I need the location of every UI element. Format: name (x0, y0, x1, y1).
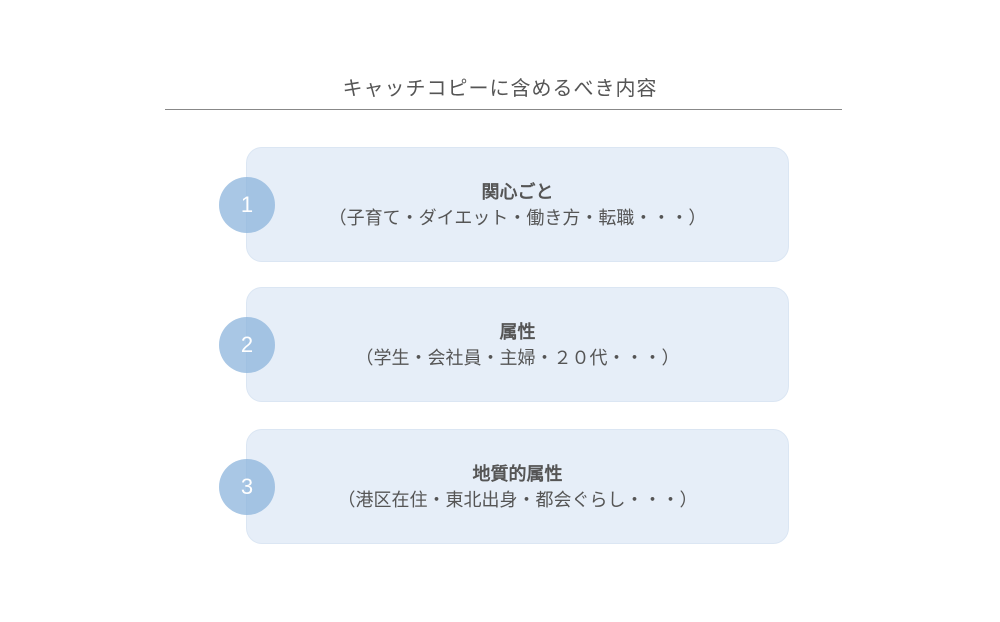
item-card-3: 地質的属性 （港区在住・東北出身・都会ぐらし・・・） (246, 429, 789, 544)
item-detail: （学生・会社員・主婦・２０代・・・） (355, 348, 680, 369)
item-number-badge: 3 (219, 459, 275, 515)
item-detail: （子育て・ダイエット・働き方・転職・・・） (328, 208, 707, 229)
item-heading: 属性 (499, 322, 536, 343)
item-number-badge: 1 (219, 177, 275, 233)
diagram-title: キャッチコピーに含めるべき内容 (342, 76, 658, 100)
item-number-badge: 2 (219, 317, 275, 373)
item-detail: （港区在住・東北出身・都会ぐらし・・・） (337, 490, 698, 511)
title-divider (165, 109, 842, 110)
item-heading: 関心ごと (481, 182, 554, 203)
item-card-1: 関心ごと （子育て・ダイエット・働き方・転職・・・） (246, 147, 789, 262)
item-heading: 地質的属性 (472, 464, 563, 485)
item-card-2: 属性 （学生・会社員・主婦・２０代・・・） (246, 287, 789, 402)
